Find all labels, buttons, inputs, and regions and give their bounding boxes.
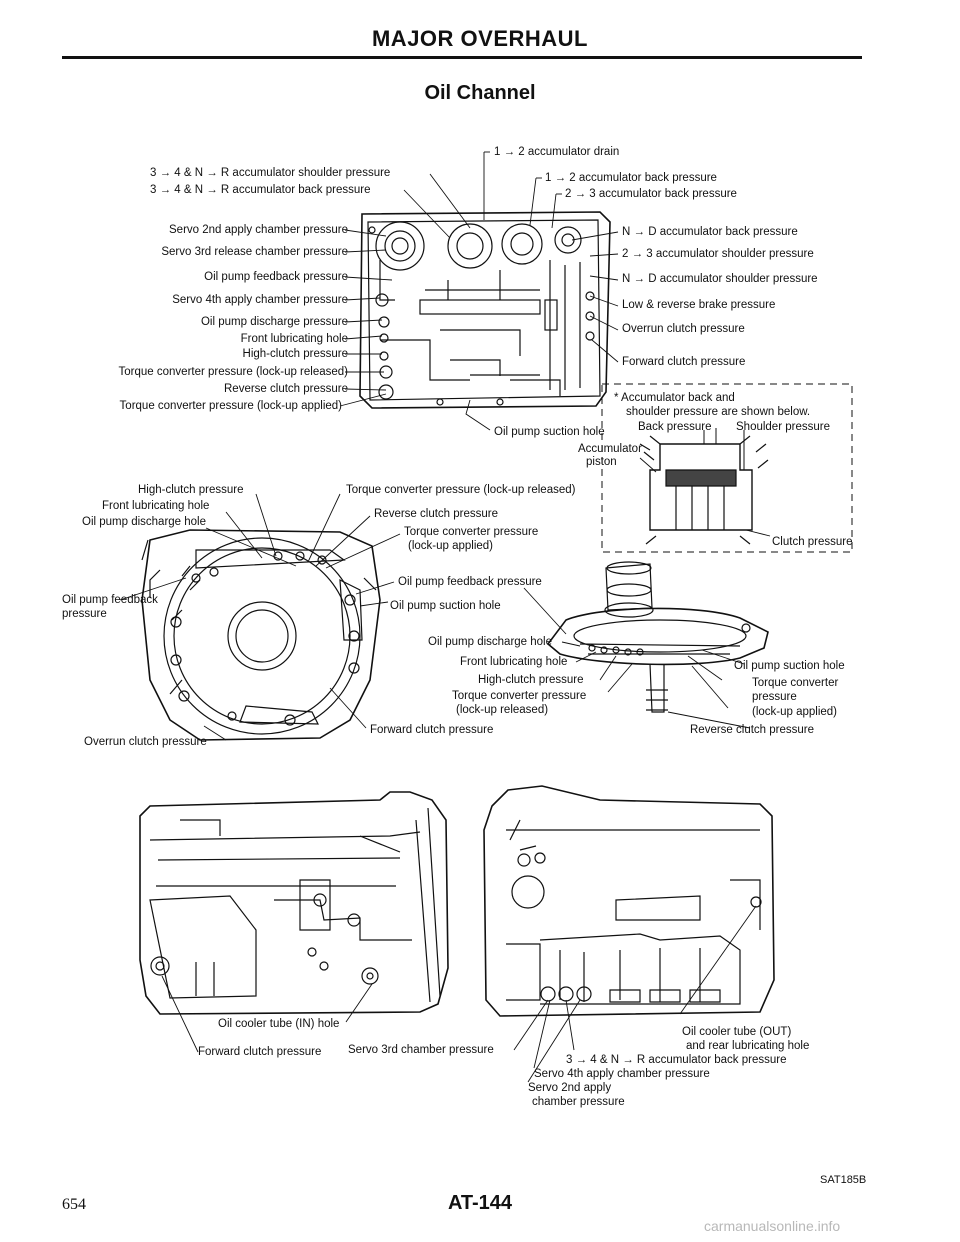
watermark-text: carmanualsonline.info [704, 1218, 841, 1234]
label-nd-shoulder: N → D accumulator shoulder pressure [622, 273, 818, 285]
label-nd-back: N → D accumulator back pressure [622, 226, 798, 238]
label-tc-applied-2a: Torque converter pressure [404, 526, 539, 538]
header-rule [62, 56, 862, 59]
page-number-left: 654 [62, 1196, 86, 1213]
label-suction-3: Oil pump suction hole [734, 660, 845, 672]
label-tc-released: Torque converter pressure (lock-up relea… [118, 366, 348, 378]
label-servo2-5b: chamber pressure [532, 1096, 625, 1108]
label-pump-discharge: Oil pump discharge pressure [200, 316, 348, 328]
label-overrun-2: Overrun clutch pressure [84, 736, 207, 748]
label-reverse-clutch: Reverse clutch pressure [224, 383, 348, 395]
inset-accumulator: Accumulator [578, 443, 642, 455]
label-tc-applied: Torque converter pressure (lock-up appli… [119, 400, 342, 412]
label-front-lub-3: Front lubricating hole [460, 656, 568, 668]
label-tc-applied-3c: (lock-up applied) [752, 706, 838, 718]
figure-code: SAT185B [820, 1174, 867, 1186]
valve-body-drawing [359, 211, 611, 409]
label-servo4-5: Servo 4th apply chamber pressure [534, 1068, 710, 1080]
label-high-clutch-2: High-clutch pressure [138, 484, 244, 496]
inset-note-1: * Accumulator back and [614, 392, 735, 404]
oil-pump-cover-leaders [523, 587, 751, 729]
oil-pump-housing-drawing [141, 529, 381, 741]
label-pump-feedback: Oil pump feedback pressure [204, 271, 348, 283]
label-servo2-5a: Servo 2nd apply [528, 1082, 612, 1094]
label-tc-released-2: Torque converter pressure (lock-up relea… [346, 484, 576, 496]
label-suction-2r: Oil pump suction hole [390, 600, 501, 612]
label-acc34-back: 3 → 4 & N → R accumulator back pressure [150, 184, 371, 196]
label-forward-4: Forward clutch pressure [198, 1046, 322, 1058]
label-acc23-shoulder: 2 → 3 accumulator shoulder pressure [622, 248, 814, 260]
label-front-lub-2: Front lubricating hole [102, 500, 210, 512]
label-tc-released-3a: Torque converter pressure [452, 690, 587, 702]
inset-clutch-pressure: Clutch pressure [772, 536, 853, 548]
label-reverse-3: Reverse clutch pressure [690, 724, 814, 736]
label-pump-feedback-2a: Oil pump feedback [62, 594, 158, 606]
label-discharge-3: Oil pump discharge hole [428, 636, 553, 648]
label-tc-applied-3b: pressure [752, 691, 797, 703]
label-pump-feedback-2b: pressure [62, 608, 107, 620]
inset-back-pressure: Back pressure [638, 421, 712, 433]
inset-shoulder-pressure: Shoulder pressure [736, 421, 830, 433]
oil-pump-cover-drawing [546, 561, 769, 713]
label-cooler-out-2: and rear lubricating hole [686, 1040, 810, 1052]
label-acc12-back: 1 → 2 accumulator back pressure [545, 172, 717, 184]
label-tc-applied-2b: (lock-up applied) [408, 540, 494, 552]
section-title: MAJOR OVERHAUL [371, 26, 588, 51]
label-forward-1: Forward clutch pressure [622, 356, 746, 368]
label-overrun-1: Overrun clutch pressure [622, 323, 745, 335]
case-front-drawing [139, 791, 449, 1015]
accumulator-inset [601, 383, 853, 553]
label-pump-suction-1: Oil pump suction hole [494, 426, 605, 438]
label-front-lub: Front lubricating hole [240, 333, 348, 345]
label-cooler-out-1: Oil cooler tube (OUT) [682, 1026, 792, 1038]
valve-body-leaders [339, 151, 619, 431]
label-high-clutch-3: High-clutch pressure [478, 674, 584, 686]
label-acc-back-5: 3 → 4 & N → R accumulator back pressure [566, 1054, 787, 1066]
label-forward-2: Forward clutch pressure [370, 724, 494, 736]
inset-piston: piston [586, 456, 617, 468]
inset-note-2: shoulder pressure are shown below. [626, 406, 811, 418]
case-rear-leaders [513, 905, 757, 1083]
case-front-leaders [161, 975, 373, 1053]
label-cooler-in: Oil cooler tube (IN) hole [218, 1018, 340, 1030]
case-rear-drawing [483, 785, 775, 1017]
label-tc-released-3b: (lock-up released) [456, 704, 549, 716]
label-servo3-release: Servo 3rd release chamber pressure [161, 246, 348, 258]
label-servo3-4: Servo 3rd chamber pressure [348, 1044, 494, 1056]
page-number-center: AT-144 [447, 1192, 513, 1214]
label-tc-applied-3a: Torque converter [752, 677, 839, 689]
page-title: Oil Channel [424, 82, 536, 104]
label-high-clutch: High-clutch pressure [242, 348, 348, 360]
label-acc34-shoulder: 3 → 4 & N → R accumulator shoulder press… [150, 167, 391, 179]
label-low-reverse: Low & reverse brake pressure [622, 299, 776, 311]
label-reverse-2: Reverse clutch pressure [374, 508, 498, 520]
oil-pump-housing-leaders [119, 493, 401, 741]
label-feedback-2r: Oil pump feedback pressure [398, 576, 542, 588]
label-pump-discharge-2: Oil pump discharge hole [82, 516, 207, 528]
label-acc12-drain: 1 → 2 accumulator drain [494, 146, 620, 158]
label-acc23-back: 2 → 3 accumulator back pressure [565, 188, 737, 200]
label-servo2-apply: Servo 2nd apply chamber pressure [169, 224, 348, 236]
label-servo4-apply: Servo 4th apply chamber pressure [172, 294, 348, 306]
